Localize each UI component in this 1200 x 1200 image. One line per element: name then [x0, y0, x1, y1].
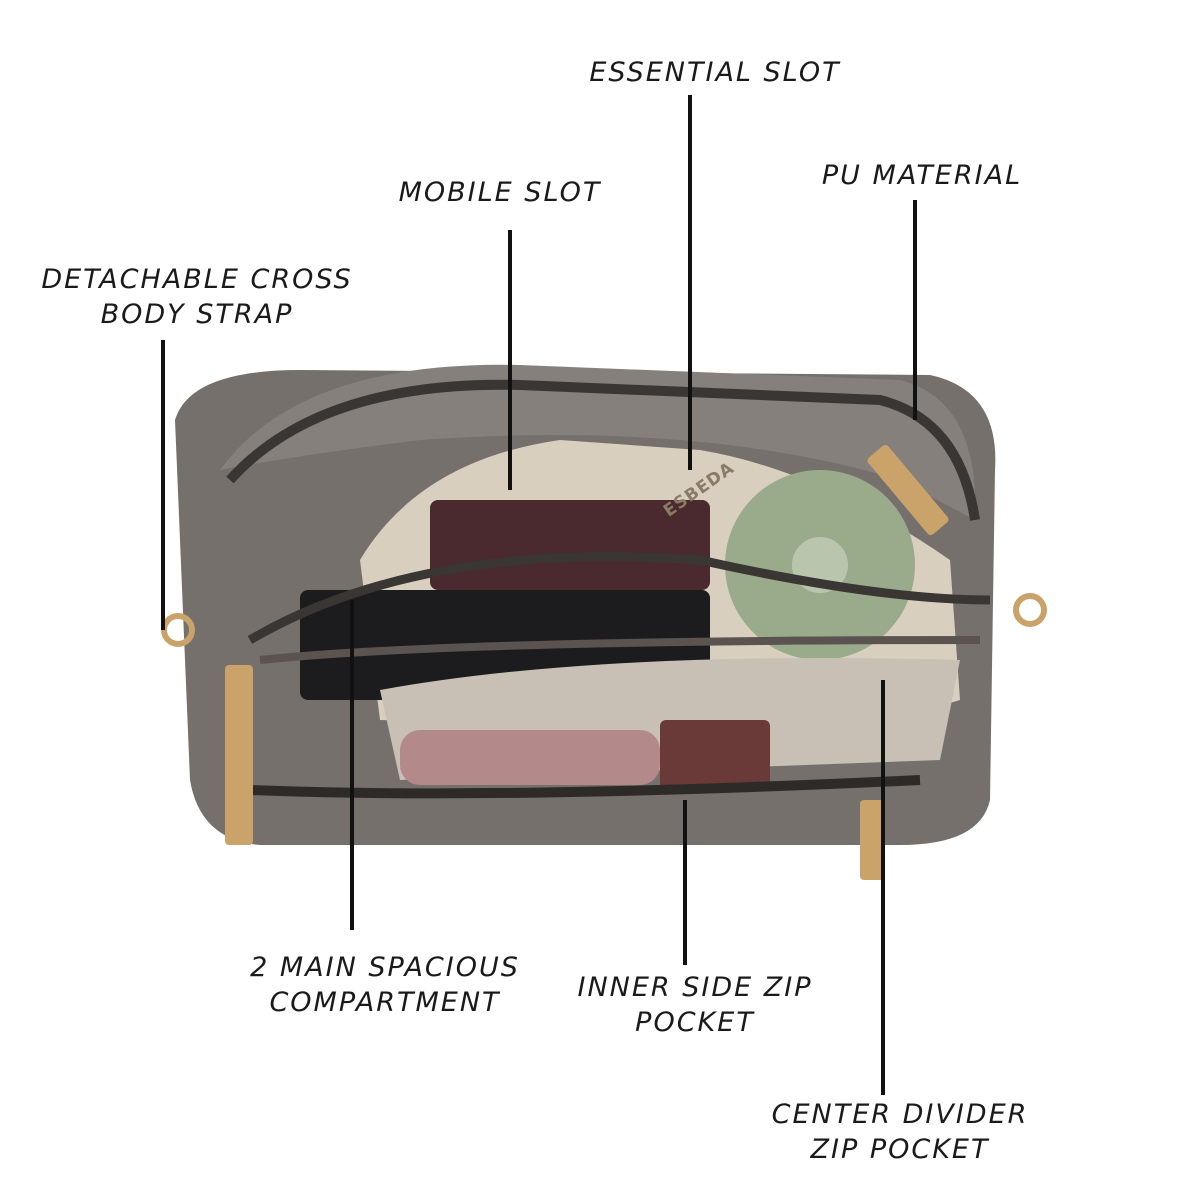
label-inner-pocket: INNER SIDE ZIP POCKET: [577, 970, 812, 1040]
label-inner-line1: INNER SIDE ZIP: [577, 972, 813, 1003]
leader-pu-material: [913, 200, 917, 420]
zipper-pull-center: [860, 800, 884, 880]
label-strap-line1: DETACHABLE CROSS: [41, 264, 353, 295]
leader-strap: [161, 340, 165, 630]
lipstick: [400, 730, 660, 785]
label-inner-line2: POCKET: [635, 1007, 755, 1038]
bag-top-flap: [220, 364, 976, 520]
label-pu-material: PU MATERIAL: [821, 160, 1023, 191]
strap-ring-right: [1013, 593, 1047, 627]
label-essential-slot: ESSENTIAL SLOT: [589, 57, 841, 88]
zipper-pull-left: [225, 665, 253, 845]
label-center-line1: CENTER DIVIDER: [771, 1099, 1029, 1130]
label-strap: DETACHABLE CROSS BODY STRAP: [41, 262, 352, 332]
zipper-pull-top: [867, 444, 949, 536]
label-main-compartment: 2 MAIN SPACIOUS COMPARTMENT: [250, 950, 520, 1020]
label-strap-line2: BODY STRAP: [100, 299, 294, 330]
strap-ring-left: [161, 613, 195, 647]
leader-essential-slot: [688, 95, 692, 470]
label-main-line1: 2 MAIN SPACIOUS: [250, 952, 520, 983]
leader-mobile-slot: [508, 230, 512, 490]
leader-inner-pocket: [683, 800, 687, 965]
label-center-line2: ZIP POCKET: [810, 1134, 990, 1165]
wallet: [660, 720, 770, 790]
lipstick-case: [430, 500, 710, 590]
label-main-line2: COMPARTMENT: [269, 987, 501, 1018]
leader-center-divider: [881, 680, 885, 1095]
label-mobile-slot: MOBILE SLOT: [398, 177, 602, 208]
zipper-bottom: [249, 775, 921, 799]
zipper-top: [226, 379, 980, 521]
leader-main-compartment: [350, 600, 354, 930]
zipper-middle: [247, 552, 991, 644]
zipper-front: [259, 636, 981, 664]
label-center-divider: CENTER DIVIDER ZIP POCKET: [772, 1097, 1029, 1167]
